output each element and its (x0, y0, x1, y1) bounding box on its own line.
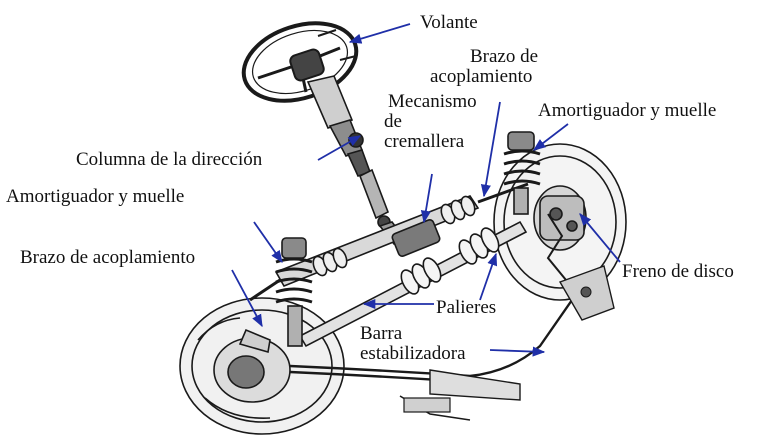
steering-wheel (234, 10, 367, 114)
label-mecanismo-line3: cremallera (384, 132, 477, 152)
label-amortiguador-left: Amortiguador y muelle (6, 187, 184, 207)
label-columna-text: Columna de la dirección (76, 150, 262, 170)
label-volante: Volante (420, 13, 478, 33)
arrow-volante (350, 24, 410, 42)
label-mecanismo-line2: de (384, 112, 477, 132)
label-brazo-left-text: Brazo de acoplamiento (20, 248, 195, 268)
arrow-amortiguador-left (254, 222, 282, 262)
label-amortiguador-left-text: Amortiguador y muelle (6, 187, 184, 207)
arrow-palieres-b (480, 254, 496, 300)
label-palieres-text: Palieres (436, 298, 496, 318)
label-barra-line1: Barra (360, 324, 466, 344)
label-volante-text: Volante (420, 13, 478, 33)
label-columna-direccion: Columna de la dirección (76, 150, 262, 170)
label-mecanismo-line1: Mecanismo (388, 92, 477, 112)
label-brazo-top-line1: Brazo de (470, 47, 538, 67)
label-palieres: Palieres (436, 298, 496, 318)
left-wheel (180, 298, 344, 434)
label-barra-estabilizadora: Barra estabilizadora (360, 324, 466, 364)
label-brazo-acoplamiento-left: Brazo de acoplamiento (20, 248, 195, 268)
label-freno-text: Freno de disco (622, 262, 734, 282)
arrow-brazo-top (484, 102, 500, 196)
label-brazo-acoplamiento-top: Brazo de acoplamiento (470, 47, 538, 87)
label-brazo-top-line2: acoplamiento (430, 67, 538, 87)
label-freno-disco: Freno de disco (622, 262, 734, 282)
label-mecanismo-cremallera: Mecanismo de cremallera (388, 92, 477, 152)
label-amortiguador-right: Amortiguador y muelle (538, 101, 716, 121)
label-barra-line2: estabilizadora (360, 344, 466, 364)
label-amortiguador-right-text: Amortiguador y muelle (538, 101, 716, 121)
